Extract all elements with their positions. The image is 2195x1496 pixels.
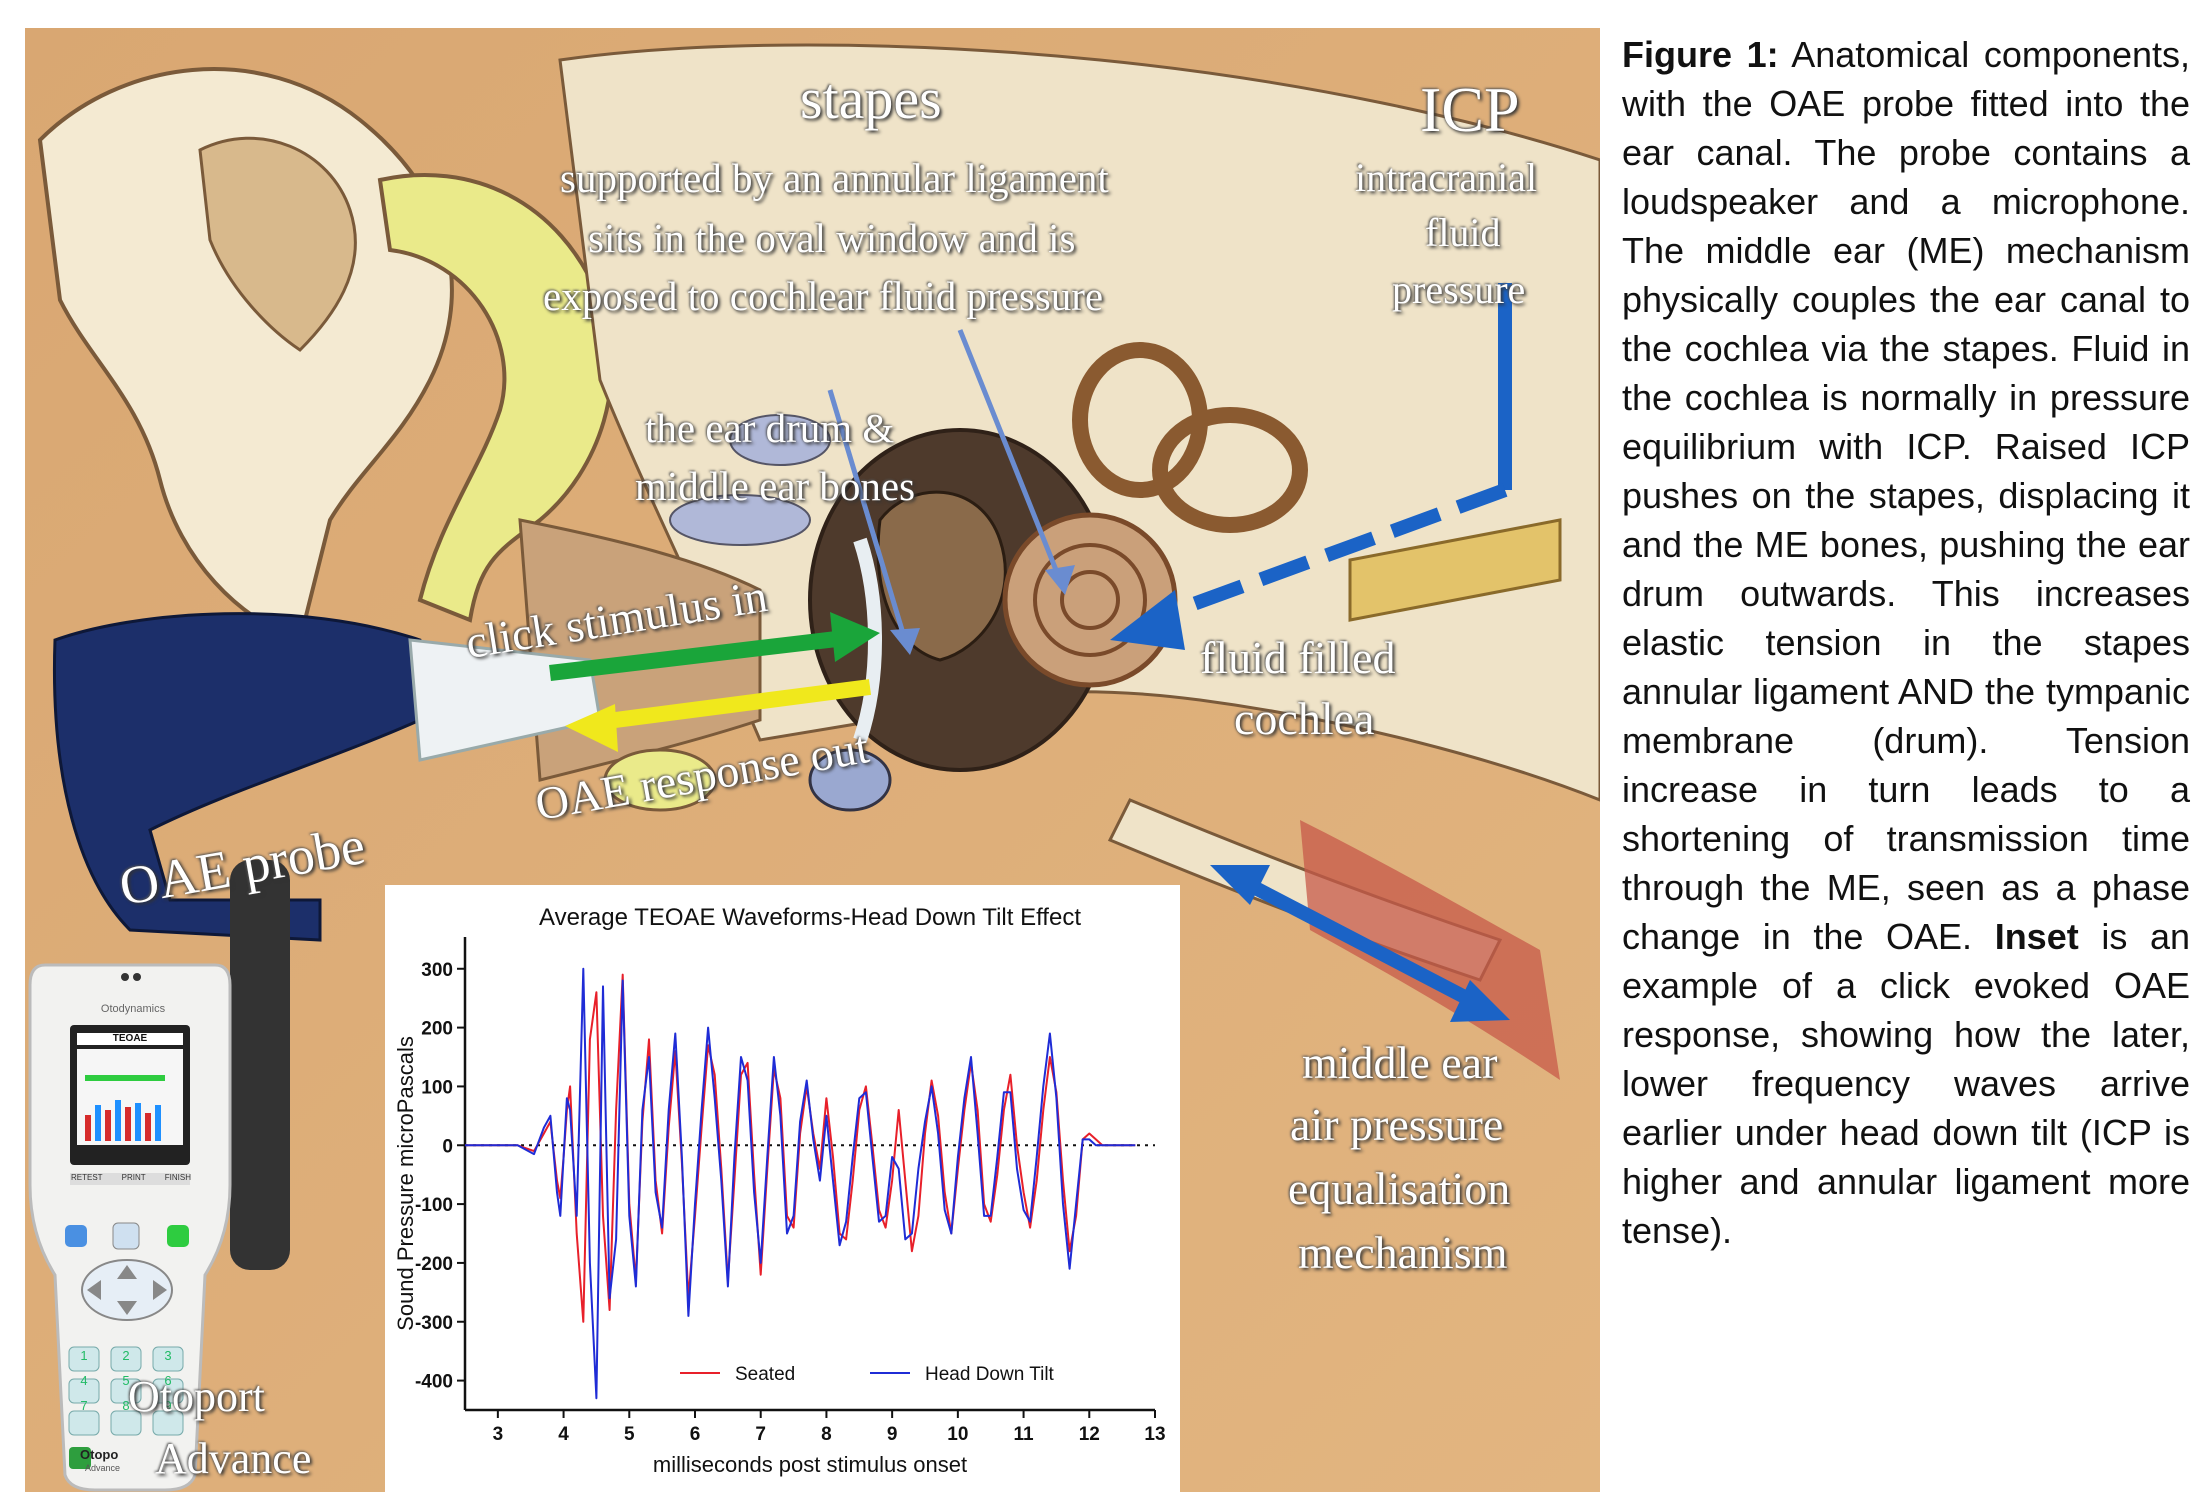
device-softkeys: RETEST PRINT FINISH [71, 1173, 191, 1182]
caption-text-2: is an example of a click evoked OAE resp… [1622, 916, 2190, 1251]
x-tick-label: 7 [755, 1424, 766, 1445]
legend-label-head-down-tilt: Head Down Tilt [925, 1364, 1055, 1385]
label-ear-drum-1: the ear drum & [645, 408, 894, 449]
teoae-chart-svg: Average TEOAE Waveforms-Head Down Tilt E… [385, 885, 1180, 1492]
label-icp-desc-2: fluid [1425, 213, 1501, 253]
x-axis-label: milliseconds post stimulus onset [653, 1452, 967, 1477]
x-tick-label: 11 [1014, 1424, 1035, 1445]
label-icp-desc-3: pressure [1392, 270, 1525, 310]
x-tick-label: 13 [1144, 1424, 1165, 1445]
label-stapes-desc-1: supported by an annular ligament [560, 158, 1109, 199]
x-tick-label: 4 [558, 1424, 569, 1445]
device-retest-button[interactable]: RETEST [71, 1173, 103, 1182]
device-logo-sub: Advance [85, 1463, 120, 1473]
key-3[interactable]: 3 [153, 1348, 183, 1363]
label-otoport-2: Advance [155, 1437, 311, 1481]
y-tick-label: 100 [421, 1077, 453, 1098]
x-tick-label: 6 [690, 1424, 701, 1445]
legend-label-seated: Seated [735, 1364, 795, 1385]
key-7[interactable]: 7 [69, 1398, 99, 1413]
label-fluid-cochlea-1: fluid filled [1200, 635, 1395, 681]
label-ear-drum-2: middle ear bones [635, 466, 915, 507]
label-mid-ear-4: mechanism [1298, 1230, 1508, 1276]
device-logo: Otopo [80, 1447, 118, 1462]
series-line-head-down-tilt [465, 969, 1135, 1398]
y-tick-label: 300 [421, 960, 453, 981]
series-line-seated [465, 975, 1135, 1322]
caption-figure-label: Figure 1: [1622, 34, 1779, 75]
key-2[interactable]: 2 [111, 1348, 141, 1363]
label-stapes-desc-3: exposed to cochlear fluid pressure [543, 276, 1103, 317]
y-tick-label: -200 [415, 1254, 453, 1275]
x-tick-label: 8 [821, 1424, 832, 1445]
label-icp: ICP [1420, 78, 1520, 142]
x-tick-label: 5 [624, 1424, 635, 1445]
device-button-green [167, 1225, 189, 1247]
probe-cable [230, 860, 290, 1270]
x-tick-label: 9 [887, 1424, 898, 1445]
device-brand: Otodynamics [83, 1003, 183, 1015]
label-icp-desc-1: intracranial [1355, 158, 1537, 198]
label-mid-ear-3: equalisation [1288, 1166, 1510, 1212]
y-tick-label: -100 [415, 1195, 453, 1216]
caption-inset-label: Inset [1995, 916, 2079, 957]
label-mid-ear-1: middle ear [1302, 1040, 1497, 1086]
device-print-button[interactable]: PRINT [122, 1173, 146, 1182]
y-axis-label: Sound Pressure microPascals [393, 1036, 418, 1331]
key-1[interactable]: 1 [69, 1348, 99, 1363]
x-tick-label: 12 [1079, 1424, 1100, 1445]
label-stapes-desc-2: sits in the oval window and is [588, 218, 1075, 259]
key-4[interactable]: 4 [69, 1373, 99, 1388]
cochlea-shape [1005, 515, 1175, 685]
device-button-center [113, 1223, 139, 1249]
device-screen-title: TEOAE [77, 1033, 183, 1044]
y-tick-label: 200 [421, 1019, 453, 1040]
x-tick-label: 10 [947, 1424, 968, 1445]
device-finish-button[interactable]: FINISH [165, 1173, 191, 1182]
figure-caption: Figure 1: Anatomical components, with th… [1622, 30, 2190, 1255]
y-tick-label: -300 [415, 1313, 453, 1334]
y-tick-label: -400 [415, 1372, 453, 1393]
label-fluid-cochlea-2: cochlea [1234, 696, 1374, 742]
x-tick-label: 3 [493, 1424, 504, 1445]
label-stapes: stapes [800, 70, 942, 128]
chart-title: Average TEOAE Waveforms-Head Down Tilt E… [539, 904, 1081, 931]
device-button-blue [65, 1225, 87, 1247]
y-tick-label: 0 [442, 1136, 453, 1157]
teoae-inset-chart: Average TEOAE Waveforms-Head Down Tilt E… [385, 885, 1180, 1492]
label-otoport-1: Otoport [128, 1375, 265, 1419]
label-mid-ear-2: air pressure [1290, 1102, 1503, 1148]
caption-text-1: Anatomical components, with the OAE prob… [1622, 34, 2190, 957]
